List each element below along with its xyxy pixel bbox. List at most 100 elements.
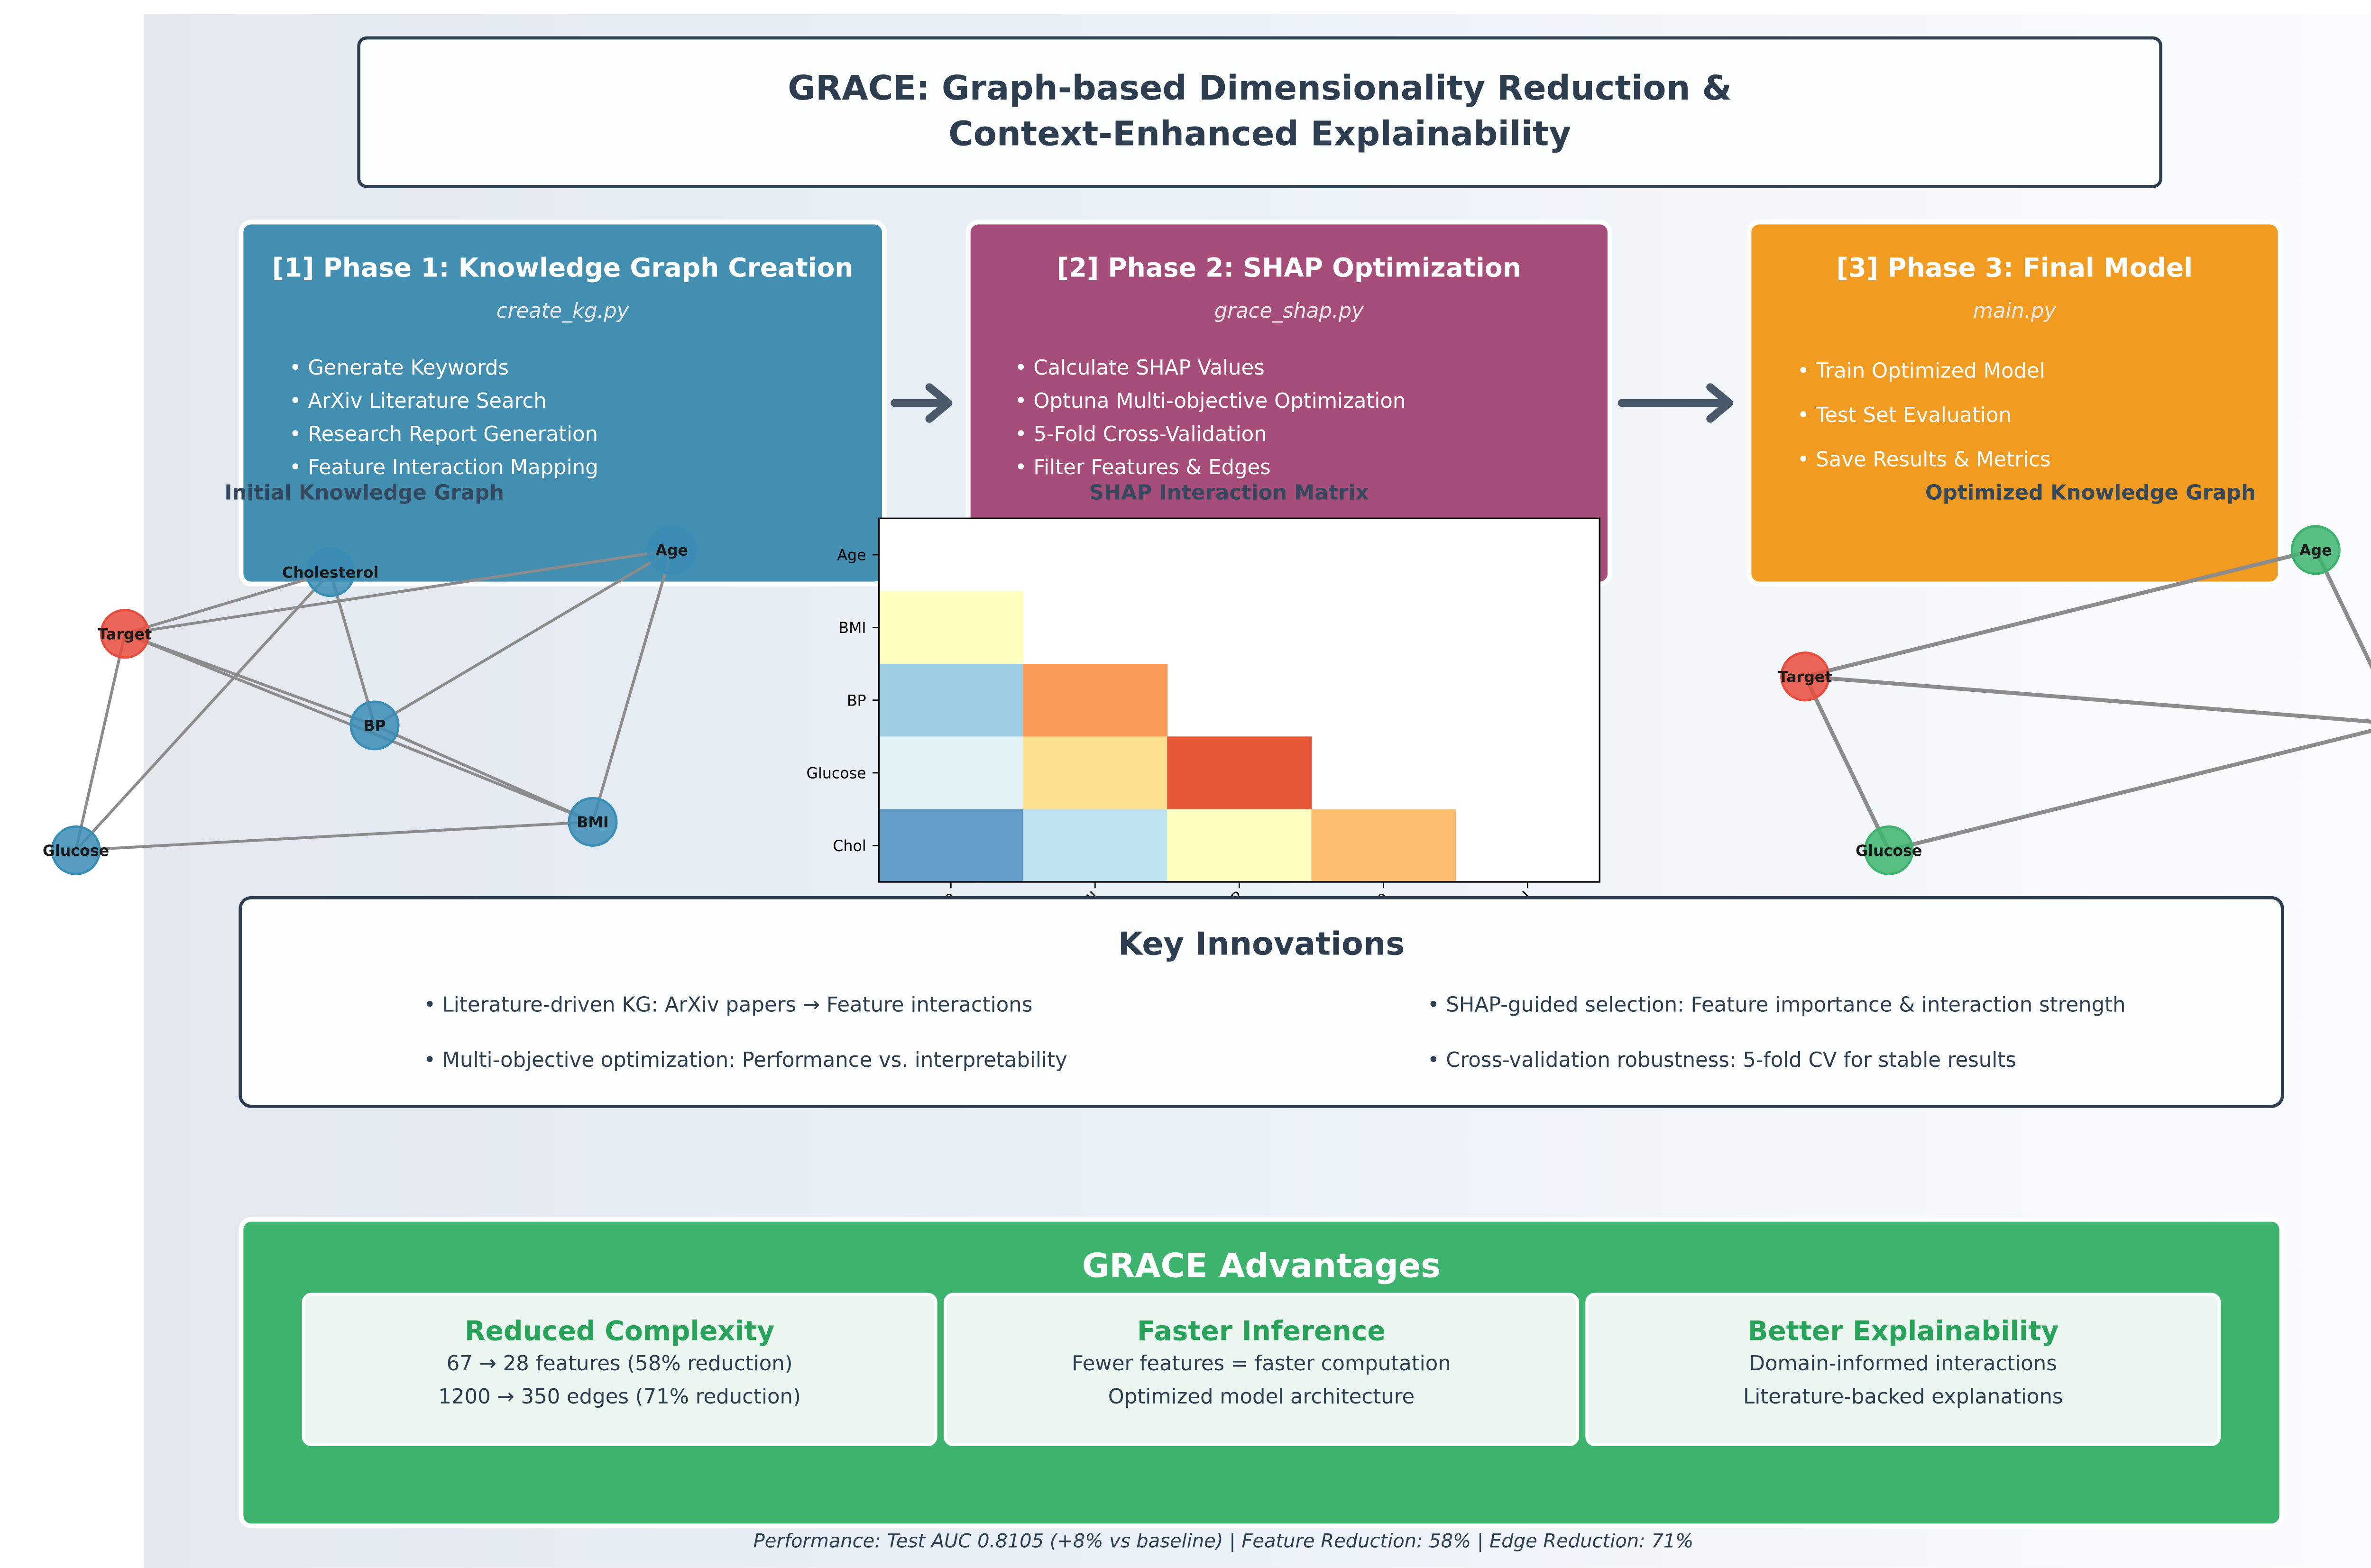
- phase-1-file: create_kg.py: [496, 300, 629, 324]
- heatmap-cell: [1167, 809, 1312, 882]
- heatmap-cell: [879, 736, 1024, 810]
- graph-node-age: Age: [647, 525, 697, 575]
- graph-node-label: BMI: [577, 814, 608, 831]
- graph-node-label: Age: [2299, 542, 2332, 559]
- heatmap-cell: [1023, 736, 1168, 810]
- heatmap-cell: [1167, 736, 1312, 810]
- advantage-card: Faster Inference Fewer features = faster…: [943, 1293, 1579, 1446]
- phase-3-item: • Train Optimized Model: [1797, 360, 2045, 384]
- graph-node-bp: BP: [349, 700, 400, 751]
- heatmap-cell: [879, 809, 1024, 882]
- advantage-card-line: Literature-backed explanations: [1743, 1386, 2063, 1410]
- advantage-card-line: Fewer features = faster computation: [1072, 1353, 1451, 1377]
- phase-2-item: • Filter Features & Edges: [1014, 457, 1271, 481]
- shap-interaction-heatmap: AgeBMIBPGlucoseCholAgeBMIBPGlucoseChol: [807, 517, 1600, 943]
- advantage-card-line: 67 → 28 features (58% reduction): [446, 1353, 793, 1377]
- innovation-item: • Literature-driven KG: ArXiv papers → F…: [423, 994, 1033, 1018]
- heatmap-cell: [1311, 809, 1456, 882]
- graph-node-label: Glucose: [43, 843, 109, 860]
- phase-3-list: • Train Optimized Model • Test Set Evalu…: [1797, 351, 2051, 484]
- graph-edge: [1888, 729, 2371, 853]
- heatmap-ytick-label: BMI: [838, 620, 866, 637]
- advantage-card: Reduced Complexity 67 → 28 features (58%…: [302, 1293, 937, 1446]
- graph-edge: [374, 549, 673, 727]
- key-innovations-title: Key Innovations: [1118, 924, 1405, 963]
- optimized-graph-label: Optimized Knowledge Graph: [1925, 482, 2256, 506]
- graph-node-glucose: Glucose: [1856, 825, 1922, 875]
- advantage-card-title: Better Explainability: [1747, 1316, 2059, 1348]
- title-box: GRACE: Graph-based Dimensionality Reduct…: [357, 36, 2162, 188]
- phase-3-item: • Save Results & Metrics: [1797, 449, 2051, 473]
- phase-1-item: • Generate Keywords: [289, 357, 509, 381]
- phase-2-item: • 5-Fold Cross-Validation: [1014, 423, 1267, 448]
- advantage-card-title: Faster Inference: [1137, 1316, 1386, 1348]
- graph-node-glucose: Glucose: [43, 825, 109, 875]
- advantage-card-line: Domain-informed interactions: [1749, 1353, 2057, 1377]
- advantages-box: GRACE Advantages Reduced Complexity 67 →…: [239, 1217, 2284, 1529]
- phase-1-item: • Research Report Generation: [289, 423, 598, 448]
- phase-1-box: [1] Phase 1: Knowledge Graph Creation cr…: [239, 220, 887, 587]
- heatmap-ytick-label: BP: [847, 692, 866, 709]
- phase-2-list: • Calculate SHAP Values • Optuna Multi-o…: [1015, 352, 1406, 485]
- innovation-item: • Multi-objective optimization: Performa…: [423, 1049, 1067, 1073]
- graph-node-label: Glucose: [1856, 843, 1922, 860]
- phase-1-title: [1] Phase 1: Knowledge Graph Creation: [272, 253, 854, 283]
- graph-edge: [374, 724, 594, 824]
- phase-3-file: main.py: [1973, 300, 2056, 324]
- graph-edge: [124, 549, 672, 635]
- arrow-right-icon: [1617, 383, 1733, 423]
- heatmap-cell: [879, 663, 1024, 737]
- graph-node-label: Age: [655, 542, 688, 559]
- graph-edge: [329, 571, 376, 726]
- graph-node-label: Target: [1778, 669, 1832, 686]
- innovation-item: • SHAP-guided selection: Feature importa…: [1427, 994, 2126, 1018]
- graph-node-age: Age: [2290, 525, 2341, 575]
- graph-node-label: BP: [363, 718, 386, 735]
- graph-edge: [124, 570, 331, 635]
- heatmap-ytick-label: Glucose: [807, 765, 866, 782]
- heatmap-cell: [1023, 809, 1168, 882]
- graph-edge: [2314, 549, 2371, 669]
- innovation-item: • Cross-validation robustness: 5-fold CV…: [1427, 1049, 2016, 1073]
- graph-edge: [74, 633, 127, 851]
- arrow-right-icon: [891, 383, 953, 423]
- graph-edge: [75, 820, 593, 852]
- graph-edge: [1804, 548, 2316, 679]
- phase-3-title: [3] Phase 3: Final Model: [1836, 253, 2193, 283]
- graph-node-cholesterol: Cholesterol: [282, 547, 379, 597]
- phase-2-item: • Optuna Multi-objective Optimization: [1014, 390, 1406, 414]
- phase-2-file: grace_shap.py: [1214, 300, 1364, 324]
- phase-1-list: • Generate Keywords • ArXiv Literature S…: [289, 352, 598, 485]
- phase-2-item: • Calculate SHAP Values: [1014, 357, 1265, 381]
- phase-3-box: [3] Phase 3: Final Model main.py • Train…: [1746, 220, 2283, 587]
- optimized-knowledge-graph: AgeTargetBPGlucose: [1778, 525, 2371, 875]
- advantages-title: GRACE Advantages: [1082, 1247, 1441, 1285]
- phase-3-item: • Test Set Evaluation: [1797, 404, 2012, 429]
- advantage-card-line: 1200 → 350 edges (71% reduction): [438, 1386, 801, 1410]
- graph-node-label: Cholesterol: [282, 564, 379, 581]
- graph-node-bmi: BMI: [568, 797, 618, 847]
- advantage-card: Better Explainability Domain-informed in…: [1585, 1293, 2221, 1446]
- footer-performance: Performance: Test AUC 0.8105 (+8% vs bas…: [753, 1530, 1694, 1552]
- graph-edge: [1805, 674, 2371, 724]
- phase-1-item: • ArXiv Literature Search: [289, 390, 547, 414]
- key-innovations-box: Key Innovations • Literature-driven KG: …: [239, 896, 2284, 1108]
- heatmap-cell: [1023, 663, 1168, 737]
- page-title: GRACE: Graph-based Dimensionality Reduct…: [788, 69, 1732, 155]
- phase-2-title: [2] Phase 2: SHAP Optimization: [1057, 253, 1521, 283]
- initial-graph-label: Initial Knowledge Graph: [224, 482, 504, 506]
- heatmap-cell: [879, 591, 1024, 664]
- graph-edge: [591, 550, 673, 823]
- graph-node-target: Target: [1778, 651, 1832, 702]
- heatmap-title: SHAP Interaction Matrix: [1089, 482, 1369, 506]
- graph-node-target: Target: [98, 609, 152, 659]
- graph-node-label: Target: [98, 626, 152, 643]
- graph-edge: [74, 571, 331, 852]
- advantage-card-line: Optimized model architecture: [1108, 1386, 1415, 1410]
- advantage-card-title: Reduced Complexity: [464, 1316, 775, 1348]
- heatmap-ytick-label: Age: [837, 547, 866, 564]
- phase-1-item: • Feature Interaction Mapping: [289, 457, 598, 481]
- graph-edge: [1803, 675, 1891, 852]
- heatmap-ytick-label: Chol: [833, 838, 866, 855]
